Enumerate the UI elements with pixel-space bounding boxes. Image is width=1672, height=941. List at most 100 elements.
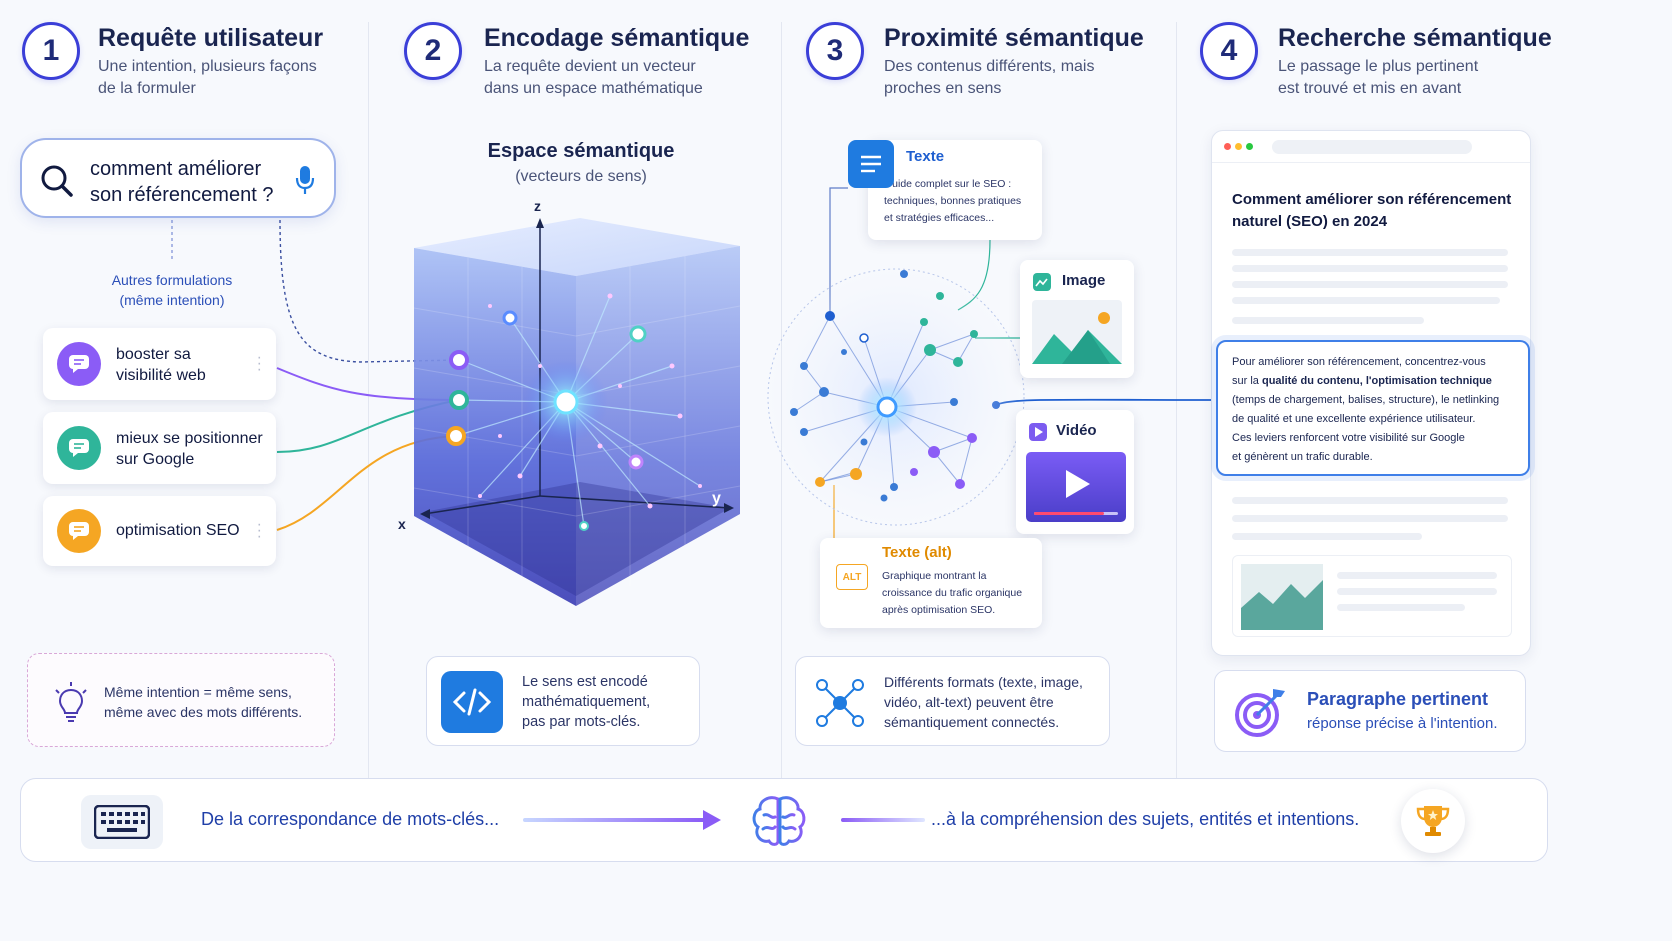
lightbulb-icon xyxy=(55,682,87,722)
semantic-network xyxy=(766,267,1026,527)
window-minimize-icon[interactable] xyxy=(1235,143,1242,150)
variant-1-node xyxy=(449,350,469,370)
column-divider xyxy=(368,22,369,822)
step-2-title: Encodage sémantique xyxy=(484,24,750,52)
chart-thumbnail xyxy=(1241,564,1323,630)
placeholder-line xyxy=(1232,497,1508,504)
footer-right-text: ...à la compréhension des sujets, entité… xyxy=(931,809,1360,829)
variant-card[interactable]: booster sa visibilité web ··· xyxy=(43,328,276,400)
column-divider xyxy=(1176,22,1177,822)
step-3-badge: 3 xyxy=(806,22,864,80)
keyboard-icon xyxy=(94,805,150,839)
axis-y xyxy=(539,495,731,509)
keyboard-icon-bg xyxy=(81,795,163,849)
variant-card[interactable]: optimisation SEO ··· xyxy=(43,496,276,566)
passage-highlight: qualité du contenu, l'optimisation techn… xyxy=(1261,375,1492,387)
step-4-title: Recherche sémantique xyxy=(1278,24,1552,52)
step-1-subtitle: Une intention, plusieurs façons de la fo… xyxy=(98,58,317,97)
axis-x xyxy=(423,495,541,515)
formats-note-card: Différents formats (texte, image, vidéo,… xyxy=(795,656,1110,746)
relevant-note-subtitle: réponse précise à l'intention. xyxy=(1307,715,1498,732)
browser-toolbar xyxy=(1212,131,1530,163)
code-icon xyxy=(441,671,503,733)
video-progress-fill xyxy=(1034,512,1104,515)
search-query-text: comment améliorer son référencement ? xyxy=(90,158,274,206)
network-nodes xyxy=(790,270,978,502)
relevant-passage-text: Pour améliorer son référencement, concen… xyxy=(1232,353,1528,467)
text-format-card[interactable]: Texte Guide complet sur le SEO : techniq… xyxy=(868,140,1042,240)
query-vector-node xyxy=(553,389,579,415)
passage-segment: (temps de chargement, balises, structure… xyxy=(1232,394,1500,463)
window-close-icon[interactable] xyxy=(1224,143,1231,150)
gradient-connector xyxy=(841,818,925,822)
image-thumbnail xyxy=(1032,300,1122,364)
trophy-badge xyxy=(1401,789,1465,853)
relevant-note-card: Paragraphe pertinent réponse précise à l… xyxy=(1214,670,1526,752)
relevant-passage[interactable]: Pour améliorer son référencement, concen… xyxy=(1216,340,1530,476)
search-query-box[interactable]: comment améliorer son référencement ? xyxy=(20,138,336,218)
text-format-body: Guide complet sur le SEO : techniques, b… xyxy=(884,178,1022,224)
target-icon xyxy=(1235,689,1285,737)
cube-face-left xyxy=(414,248,576,606)
text-card-connector xyxy=(829,187,848,315)
alt-format-body: Graphique montrant la croissance du traf… xyxy=(882,570,1023,616)
play-icon[interactable] xyxy=(1062,468,1092,500)
encoding-note-text: Le sens est encodé mathématiquement, pas… xyxy=(522,674,651,730)
cube-face-right xyxy=(576,246,740,606)
placeholder-line xyxy=(1232,249,1508,256)
variant-card[interactable]: mieux se positionner sur Google xyxy=(43,412,276,484)
step-1-title: Requête utilisateur xyxy=(98,24,324,52)
video-format-title: Vidéo xyxy=(1056,422,1097,439)
axis-y-label: y xyxy=(712,490,721,507)
variant-label: booster sa visibilité web xyxy=(116,346,206,384)
formats-note-text: Différents formats (texte, image, vidéo,… xyxy=(884,674,1083,730)
arrow-right-icon xyxy=(523,810,721,830)
step-3-subtitle: Des contenus différents, mais proches en… xyxy=(884,58,1095,97)
relevant-note-title: Paragraphe pertinent xyxy=(1307,689,1489,709)
video-thumbnail[interactable] xyxy=(1026,452,1126,522)
image-format-card[interactable]: Image xyxy=(1020,260,1134,378)
trophy-icon xyxy=(1416,806,1450,836)
network-center-node xyxy=(876,396,898,418)
alt-text-format-card[interactable]: ALT Texte (alt) Graphique montrant la cr… xyxy=(820,538,1042,628)
video-format-card[interactable]: Vidéo xyxy=(1016,410,1134,534)
cube-grid xyxy=(413,256,741,586)
chat-bubble-icon xyxy=(57,342,101,386)
step-1-badge: 1 xyxy=(22,22,80,80)
more-options-icon[interactable]: ··· xyxy=(256,349,262,378)
placeholder-line xyxy=(1232,281,1508,288)
result-media-block xyxy=(1232,555,1512,637)
image-format-title: Image xyxy=(1062,272,1106,289)
placeholder-line xyxy=(1337,588,1497,595)
chat-bubble-icon xyxy=(57,426,101,470)
step-2-badge: 2 xyxy=(404,22,462,80)
semantic-space-title: Espace sémantique xyxy=(487,140,675,162)
more-options-icon[interactable]: ··· xyxy=(256,516,262,545)
step-3-title: Proximité sémantique xyxy=(884,24,1144,52)
microphone-icon[interactable] xyxy=(294,164,316,196)
image-icon xyxy=(1033,273,1051,291)
placeholder-line xyxy=(1232,317,1424,324)
vector-node xyxy=(502,310,518,326)
semantic-space-subtitle: (vecteurs de sens) xyxy=(515,168,647,185)
semantic-cube xyxy=(413,218,741,606)
vector-node xyxy=(629,325,647,343)
placeholder-line xyxy=(1337,604,1465,611)
alt-format-title: Texte (alt) xyxy=(882,544,952,561)
search-icon xyxy=(41,165,73,197)
video-icon xyxy=(1029,423,1047,441)
window-maximize-icon[interactable] xyxy=(1246,143,1253,150)
cube-face-bottom xyxy=(424,482,730,596)
vector-node xyxy=(579,521,589,531)
placeholder-line xyxy=(1232,515,1508,522)
encoding-note-card: Le sens est encodé mathématiquement, pas… xyxy=(426,656,700,746)
variant-label: mieux se positionner sur Google xyxy=(116,430,263,468)
network-boundary xyxy=(767,268,1025,526)
address-bar[interactable] xyxy=(1272,140,1472,154)
query-to-space-connector xyxy=(279,219,459,363)
placeholder-line xyxy=(1232,265,1508,272)
placeholder-line xyxy=(1337,572,1497,579)
axis-x-label: x xyxy=(398,516,406,532)
footer-banner: De la correspondance de mots-clés... ...… xyxy=(20,778,1548,862)
passage-segment: Pour améliorer son référencement, concen… xyxy=(1232,356,1486,387)
